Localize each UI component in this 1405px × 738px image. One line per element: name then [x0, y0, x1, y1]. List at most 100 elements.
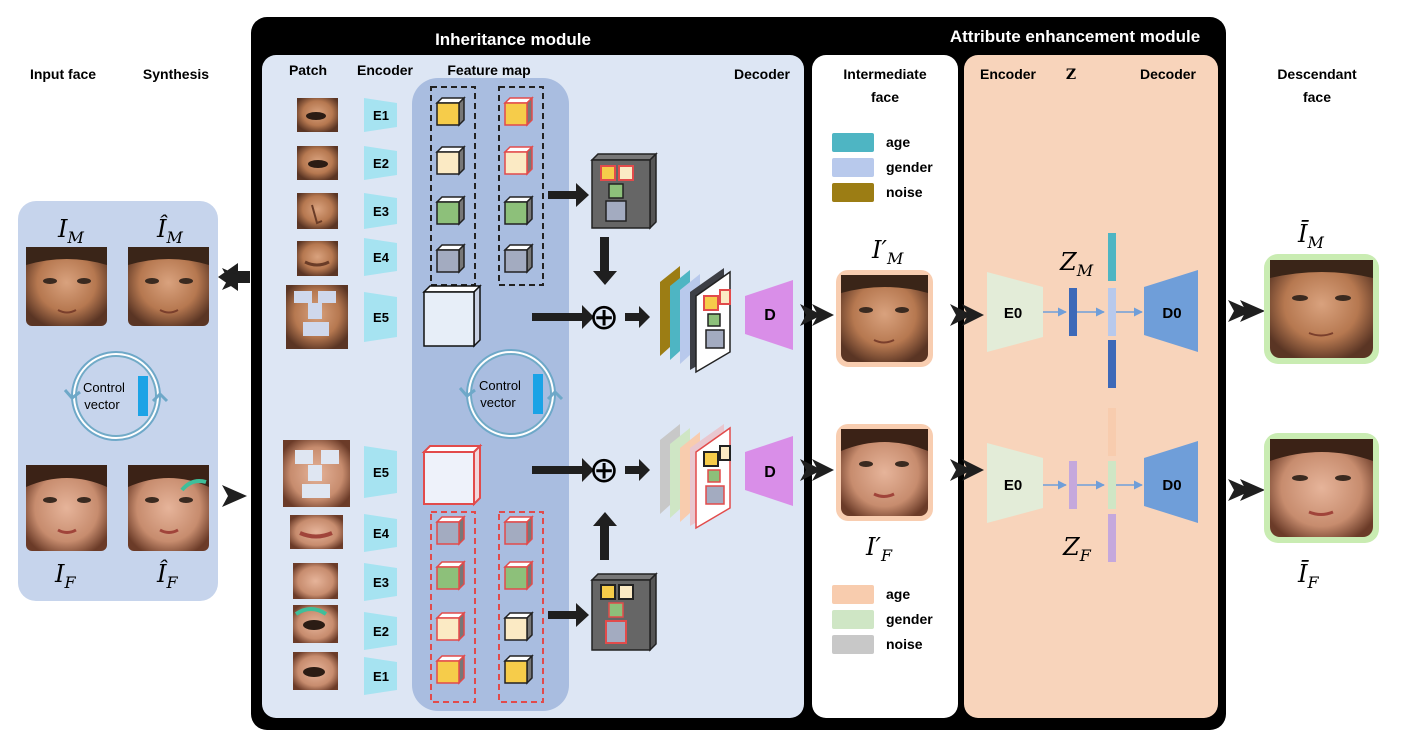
feature-dash-bottom-right — [498, 511, 544, 703]
d0-block-bottom: D0 — [1144, 441, 1198, 523]
feature-cube — [435, 560, 466, 591]
synthesis-face-male — [128, 247, 209, 326]
intermediate-face-female — [836, 424, 933, 521]
arrow-to-descendant-top — [1228, 300, 1253, 322]
feature-cube — [503, 145, 534, 176]
e0-block-bottom: E0 — [987, 443, 1043, 523]
legend-female-age: age — [886, 586, 910, 602]
math-ihat-f: ÎF — [156, 559, 178, 592]
math-i-f: IF — [54, 560, 76, 592]
math-ihat-m: ÎM — [156, 214, 183, 247]
decoder-label-bottom: D — [764, 464, 776, 481]
encoder-top-e2: E2 — [364, 146, 397, 180]
label-z: Z — [1066, 67, 1076, 83]
label-attr-decoder: Decoder — [1140, 66, 1197, 82]
math-z-f: ZF — [1062, 533, 1092, 565]
math-ibar-f: ĪF — [1297, 560, 1319, 592]
control-vector-feature: Control vector — [458, 349, 564, 439]
legend-male-age: age — [886, 134, 910, 150]
encoder-bottom-e3: E3 — [364, 563, 397, 601]
arrow-to-descendant-bottom-2 — [1240, 479, 1265, 501]
math-z-m: ZM — [1059, 248, 1094, 280]
encoder-label: E5 — [373, 310, 389, 325]
feature-dash-top-left — [430, 86, 476, 286]
arrow-to-descendant-bottom — [1228, 479, 1253, 501]
arrow-input-bottom — [222, 485, 247, 507]
label-decoder: Decoder — [734, 66, 791, 82]
arrow-e5top-to-oplus — [532, 305, 594, 329]
feature-cube — [503, 611, 534, 642]
arrow-decoder-to-intermediate-bottom — [800, 459, 822, 481]
descendant-face-male — [1264, 254, 1379, 364]
encoder-label: E5 — [373, 465, 389, 480]
d0-block-top: D0 — [1144, 270, 1198, 352]
control-vector-feature-l2: vector — [480, 395, 516, 410]
arrow-e5bot-to-oplus — [532, 458, 594, 482]
label-synthesis: Synthesis — [143, 66, 209, 82]
patches-bottom — [283, 440, 350, 690]
arrow-combined-to-oplus-top — [593, 237, 617, 285]
math-ibar-m: ĪM — [1297, 220, 1324, 252]
feature-cube — [435, 515, 466, 546]
feature-cube — [435, 145, 466, 176]
d0-label-top: D0 — [1162, 305, 1181, 322]
arrow-decoder-to-intermediate-bottom-2 — [812, 459, 834, 481]
legend-female: age gender noise — [832, 585, 933, 654]
attribute-panel — [964, 55, 1218, 718]
encoder-top-e3: E3 — [364, 193, 397, 229]
feature-cube — [435, 654, 466, 685]
control-vector-input-l1: Control — [83, 380, 125, 395]
encoder-top-e4: E4 — [364, 238, 397, 276]
legend-male-gender: gender — [886, 159, 933, 175]
encoder-label: E4 — [373, 526, 390, 541]
decoder-block-top: D — [745, 280, 793, 350]
arrow-intermediate-to-e0-bottom — [950, 459, 972, 481]
e0-label-bottom: E0 — [1004, 477, 1022, 494]
feature-cube — [503, 195, 534, 226]
label-encoder: Encoder — [357, 62, 414, 78]
math-iprime-f: I′F — [865, 533, 893, 565]
label-patch: Patch — [289, 62, 327, 78]
combined-cube-top — [590, 152, 658, 230]
encoder-label: E2 — [373, 624, 389, 639]
legend-male-noise: noise — [886, 184, 923, 200]
control-vector-input: Control vector — [63, 351, 169, 441]
math-i-m: IM — [57, 215, 84, 247]
label-intermediate-2: face — [871, 89, 899, 105]
synthesis-face-female — [128, 465, 209, 551]
arrow-input-top-2 — [222, 268, 247, 290]
z-vectors — [1043, 233, 1143, 562]
descendant-face-female — [1264, 433, 1379, 543]
label-input-face: Input face — [30, 66, 96, 82]
control-vector-input-l2: vector — [84, 397, 120, 412]
arrow-oplus-to-stack-bottom — [625, 459, 650, 481]
feature-map-band — [412, 78, 569, 711]
feature-cube — [503, 515, 534, 546]
encoder-bottom-e2: E2 — [364, 612, 397, 650]
encoder-label: E3 — [373, 575, 389, 590]
attribute-module-title: Attribute enhancement module — [950, 27, 1200, 46]
feature-stack-bottom — [660, 424, 731, 530]
e0-label-top: E0 — [1004, 305, 1022, 322]
feature-dash-bottom-left — [430, 511, 476, 703]
encoder-bottom-e1: E1 — [364, 657, 397, 695]
feature-cube — [503, 96, 534, 127]
cube-large-top — [422, 284, 482, 348]
input-face-female — [26, 465, 107, 551]
decoder-label-top: D — [764, 307, 776, 324]
control-vector-feature-l1: Control — [479, 378, 521, 393]
feature-cube — [435, 611, 466, 642]
inheritance-module-title: Inheritance module — [435, 30, 591, 49]
arrow-intermediate-to-e0-top — [950, 304, 972, 326]
legend-female-noise: noise — [886, 636, 923, 652]
label-attr-encoder: Encoder — [980, 66, 1037, 82]
feature-cube — [503, 654, 534, 685]
feature-cube — [435, 96, 466, 127]
label-intermediate-1: Intermediate — [843, 66, 926, 82]
arrow-combined-to-oplus-bottom — [593, 512, 617, 560]
encoder-label: E1 — [373, 669, 389, 684]
encoder-bottom-e4: E4 — [364, 514, 397, 552]
feature-cube — [435, 195, 466, 226]
legend-male: age gender noise — [832, 133, 933, 202]
